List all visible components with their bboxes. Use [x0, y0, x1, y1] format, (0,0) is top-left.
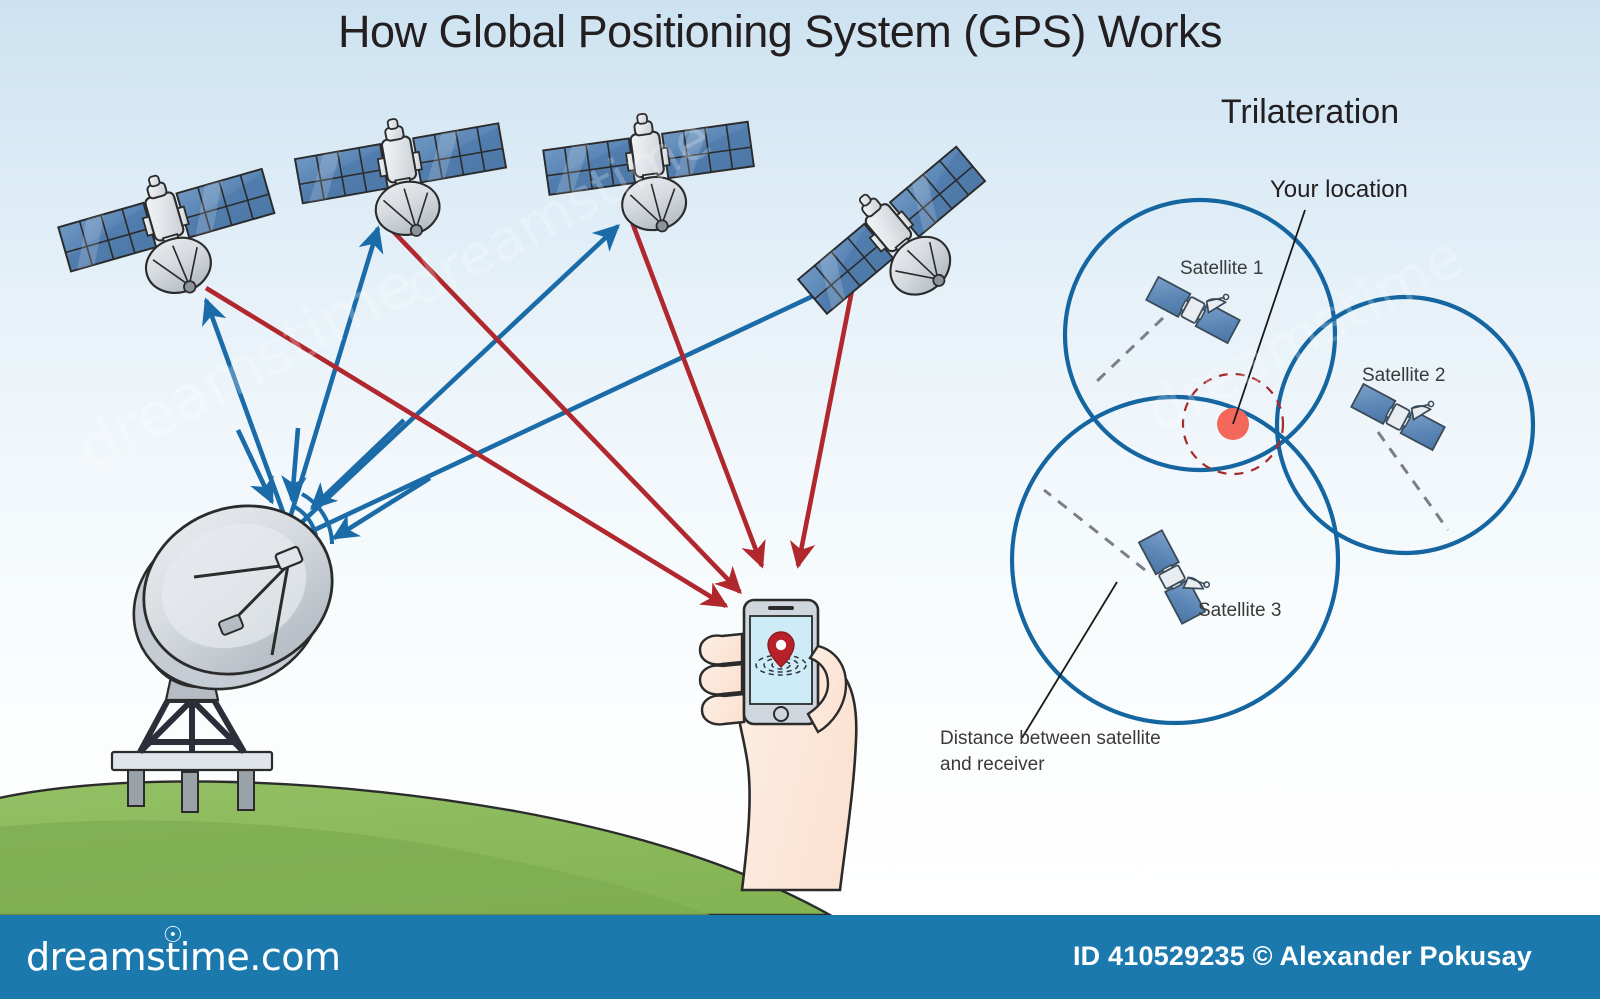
uplink-arrow-2 — [287, 225, 384, 519]
inbound-arrow-4 — [331, 476, 432, 540]
hill-ground — [0, 780, 835, 917]
radius-line-satellite-1 — [1094, 316, 1165, 384]
dreamstime-logo: dreamstime.com ☉ — [26, 923, 341, 979]
satellite-4 — [782, 128, 1020, 355]
dreamstime-logo-text: dreamstime.com — [26, 935, 341, 979]
range-circle-satellite-1 — [1062, 197, 1338, 473]
inbound-arrow-2 — [281, 427, 307, 503]
image-credit: ID 410529235 © Alexander Pokusay — [1072, 941, 1532, 971]
your-location-label: Your location — [1270, 176, 1408, 203]
inbound-arrow-3 — [310, 418, 406, 510]
inbound-arrow-1 — [235, 429, 275, 505]
trilateration-diagram — [1009, 197, 1536, 739]
your-location-leader-line — [1232, 209, 1306, 425]
uplink-arrow-1 — [202, 297, 286, 513]
location-pin-icon — [767, 631, 795, 668]
ground-station-antenna — [110, 504, 334, 813]
satellite-2-label: Satellite 2 — [1362, 365, 1446, 386]
uplink-arrow-3 — [298, 224, 621, 526]
footer-bar: dreamstime.com ☉ ID 410529235 © Alexande… — [0, 915, 1600, 999]
satellite-3 — [539, 98, 763, 248]
trilateration-heading: Trilateration — [1220, 93, 1400, 131]
uplink-arrow-4 — [309, 279, 846, 535]
range-circle-satellite-2 — [1274, 294, 1536, 556]
downlink-arrow-1 — [204, 286, 729, 608]
page-title: How Global Positioning System (GPS) Work… — [338, 6, 1222, 57]
satellite-1-label: Satellite 1 — [1180, 258, 1264, 279]
distance-label: Distance between satellite and receiver — [940, 728, 1161, 775]
downlink-arrow-3 — [629, 221, 766, 569]
uplink-signal-arrows — [202, 224, 846, 540]
hand-with-smartphone — [698, 598, 858, 892]
satellite-3-label: Satellite 3 — [1198, 600, 1282, 621]
satellite-1 — [50, 145, 291, 324]
home-button — [773, 706, 789, 722]
radius-line-satellite-3 — [1043, 488, 1146, 572]
earpiece-speaker — [768, 606, 794, 610]
range-circle-satellite-3 — [1009, 394, 1341, 726]
satellite-2 — [290, 100, 517, 256]
downlink-arrow-4 — [789, 289, 855, 569]
distance-leader-line — [1021, 581, 1118, 739]
spiral-mark-icon: ☉ — [163, 923, 183, 948]
downlink-signal-arrows — [204, 221, 855, 608]
downlink-arrow-2 — [384, 222, 742, 594]
location-uncertainty-ring — [1181, 372, 1285, 476]
radius-line-satellite-2 — [1376, 431, 1450, 531]
